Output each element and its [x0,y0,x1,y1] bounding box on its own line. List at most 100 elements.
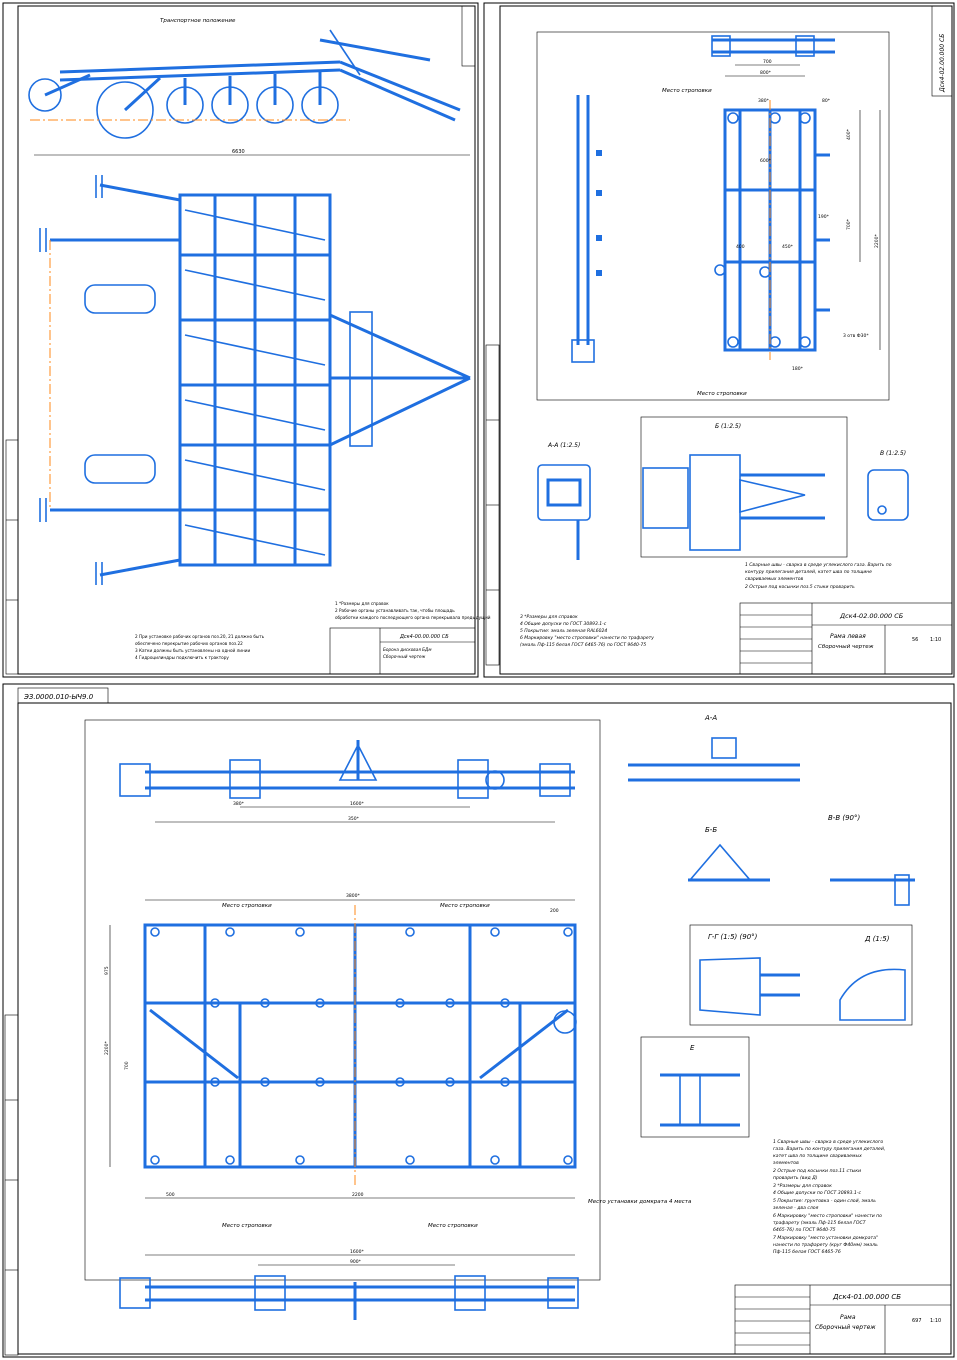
note-line: 3 Катки должны быть установлены на одной… [135,648,250,653]
general-notes: 1 *Размеры для справок 2 Рабочие органы … [135,601,491,660]
side-view: 6630 [28,29,470,156]
dim-label: 700 [124,1061,130,1070]
note-line: 1 Сварные швы - сварка в среде углекисло… [773,1139,883,1145]
overall-length: 6630 [232,149,245,155]
title-block-left-frame: Дск4-02.00.000 СБ Рама левая Сборочный ч… [739,602,953,675]
dim-label: 380* [758,98,770,104]
section-label: Б (1:2.5) [715,423,741,430]
note-line: проварить (вид Д) [773,1175,818,1181]
note-line: 3 *Размеры для справок [520,614,578,620]
place-label: Место строповки [440,903,490,909]
frame-side-view [571,95,602,363]
frame-plan: 380* 80* 600* 400* 700* 2200* 400 450* 3… [662,88,881,397]
note-line: контуру прилегания деталей, катет шва по… [745,569,872,575]
frame-notes: 1 Сварные швы - сварка в среде углекисло… [773,1139,885,1255]
side-code: Дск4-02.00.000 СБ [939,34,946,93]
drawing-subtitle: Сборочный чертеж [383,654,426,659]
note-line: катет шва по толщине свариваемых [773,1154,862,1159]
dim-label: 1600* [350,801,364,807]
dim-label: 400* [846,128,852,140]
sheet-general: Транспортное положение 6630 [2,2,491,678]
section-label: А-А [704,714,717,722]
note-line: (эмаль Пф-115 белая ГОСТ 6465-76) по ГОС… [520,642,646,648]
dim-label: 2200* [104,1041,110,1055]
transport-header: Транспортное положение [160,18,236,24]
note-line: 6 Маркировку "место строповки" нанести п… [773,1213,882,1219]
note-line: зеленая - два слоя [773,1206,819,1211]
place-label: Место строповки [697,391,747,397]
note-line: 7 Маркировку "место установки домкрата" [773,1235,878,1241]
note-line: 6465-76) по ГОСТ 9640-75 [773,1227,836,1233]
note-line: свариваемых элементов [745,577,803,582]
note-line: 4 Общие допуски по ГОСТ 30893.1-с [773,1190,861,1196]
place-label: Место строповки [222,1223,272,1229]
frame-rear-view: 1600* 380* 350* [119,740,575,823]
dim-label: 800* [760,70,772,76]
dim-label: 80* [822,98,831,104]
note-line: обработки каждого последующего органа пе… [335,615,491,620]
title-block-general: Дск4-00.00.000 СБ Борона дисковая БДм Сб… [329,627,476,675]
drawing-code: Дск4-01.00.000 СБ [832,1293,901,1301]
mass-value: 697 [912,1318,922,1324]
drawing-subtitle: Сборочный чертеж [815,1324,876,1331]
drawing-subtitle: Сборочный чертеж [818,644,874,650]
drawing-name: Борона дисковая БДм [383,647,432,652]
note-line: Пф-115 белая ГОСТ 6465-76 [773,1249,841,1255]
note-line: 4 Гидроцилиндры подключить к трактору [135,655,229,660]
dim-label: 450* [782,244,794,250]
note-line: 2 Рабочие органы устанавливать так, чтоб… [335,608,455,613]
mass-value: 56 [912,637,918,643]
dim-label: 700 [763,59,772,65]
dim-label: 2200* [874,234,880,248]
frame-sections: А-А Б-Б В-В (90°) Г-Г (1:5) (90°) Д (1:5… [628,714,915,1138]
dim-label: 1600* [350,1249,364,1255]
place-label: Место установки домкрата 4 места [588,1199,692,1205]
scale-value: 1:10 [930,1318,941,1324]
dim-label: 3800* [346,893,360,899]
section-label: Б-Б [705,826,717,834]
place-label: Место строповки [222,903,272,909]
note-line: 2 Острые под косынки поз.5 стыки провари… [745,584,855,590]
title-block-frame: Дск4-01.00.000 СБ Рама Сборочный чертеж … [734,1284,952,1355]
note-line: 6 Маркировку "место строповки" нанести п… [520,635,654,641]
note-line: газа. Варить по контуру прилегания детал… [773,1146,885,1152]
dim-label: 350* [348,816,360,822]
note-line: обеспечено перекрытие рабочих органов по… [135,641,243,646]
drawing-name: Рама [840,1314,856,1321]
scale-value: 1:10 [930,637,941,643]
note-line: 5 Покрытие: грунтовка - один слой, эмаль [773,1198,876,1204]
dim-label: 380* [233,801,245,807]
drawing-code: Дск4-02.00.000 СБ [839,612,904,620]
section-label: Е [690,1044,695,1052]
section-label: А-А (1:2.5) [547,442,580,449]
plan-view [39,175,471,585]
dim-label: 700* [846,218,852,230]
note-line: 1 Сварные швы - сварка в среде углекисло… [745,562,892,568]
dim-label: 900* [350,1259,362,1265]
place-label: Место строповки [428,1223,478,1229]
sheet-frame: ЭЗ.0000.010-ЫЧ9.0 1600* 380* 350* [2,683,955,1358]
side-code: ЭЗ.0000.010-ЫЧ9.0 [23,693,94,701]
section-label: В-В (90°) [828,814,860,822]
dim-label: 400 [736,244,745,250]
sheet-left-frame: Дск4-02.00.000 СБ 700 800* [483,2,955,678]
frame-front-view: 900* 1600* [119,1249,579,1320]
dim-label: 2200 [352,1192,364,1198]
dim-label: 600* [760,158,772,164]
drawing-code: Дск4-00.00.000 СБ [399,634,449,640]
dim-label: 3 отв Ф30* [843,333,869,339]
drawing-name: Рама левая [830,633,866,640]
place-label: Место строповки [662,88,712,94]
section-label: Д (1:5) [864,935,890,943]
section-label: Г-Г (1:5) (90°) [708,933,758,941]
note-line: 4 Общие допуски по ГОСТ 30893.1-с [520,621,607,627]
note-line: 3 *Размеры для справок [773,1183,832,1189]
dim-label: 975 [104,966,110,975]
note-line: трафарету (эмаль Пф-115 белая ГОСТ [773,1220,867,1226]
note-line: 2 Острые под косынки поз.11 стыки [773,1168,861,1174]
left-frame-notes: 1 Сварные швы - сварка в среде углекисло… [520,562,892,648]
dim-label: 190* [818,214,830,220]
note-line: 5 Покрытие: эмаль зеленая RAL6024 [520,628,607,634]
dim-label: 180* [792,366,804,372]
